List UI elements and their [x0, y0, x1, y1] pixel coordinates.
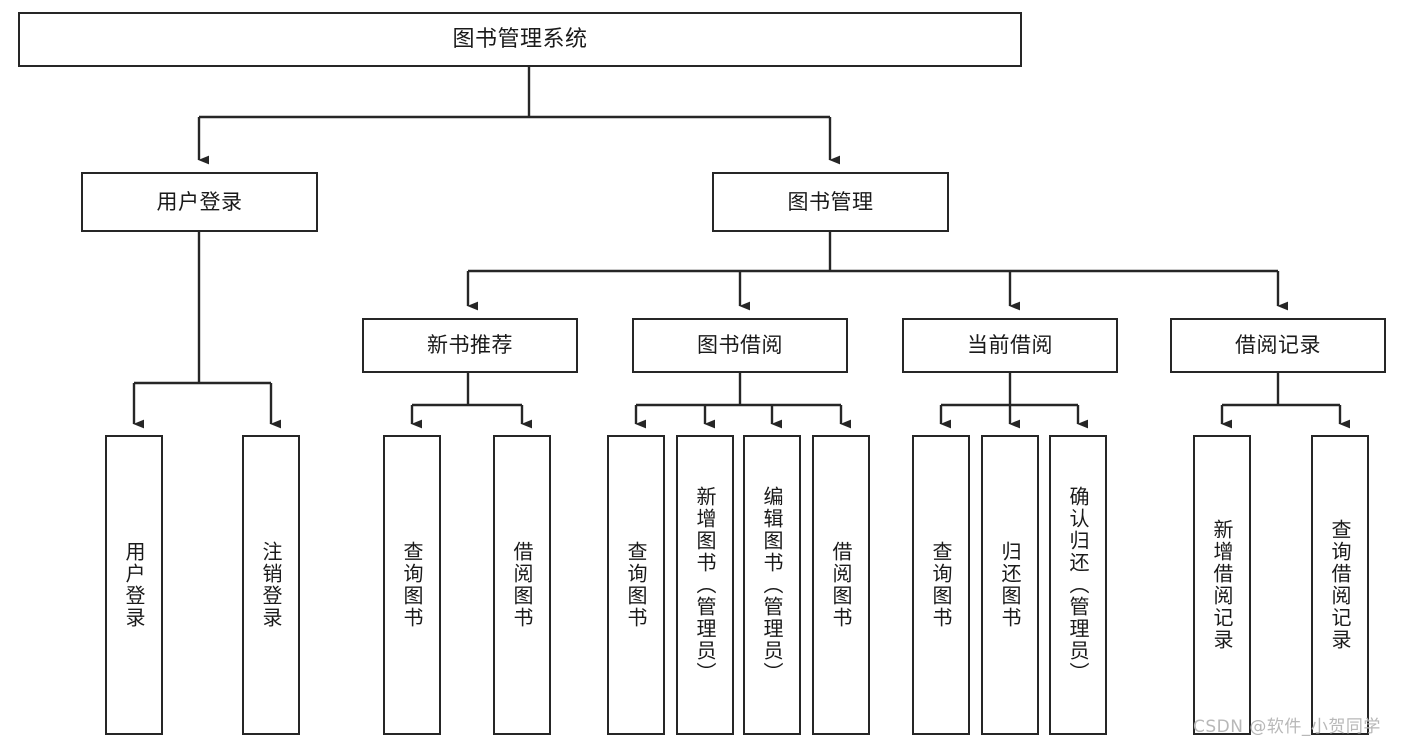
- node-leaf-logout-label: 注销登录: [259, 541, 283, 629]
- node-leaf-query-book-1-label: 查询图书: [400, 541, 424, 629]
- node-leaf-add-book[interactable]: 新增图书（管理员）: [676, 435, 734, 735]
- node-root-label: 图书管理系统: [452, 26, 588, 52]
- node-new-book-rec-label: 新书推荐: [427, 333, 513, 358]
- node-leaf-query-record-label: 查询借阅记录: [1328, 519, 1352, 651]
- node-borrow-record-label: 借阅记录: [1235, 333, 1321, 358]
- node-leaf-borrow-book-1[interactable]: 借阅图书: [493, 435, 551, 735]
- node-book-borrow[interactable]: 图书借阅: [632, 318, 848, 373]
- node-leaf-borrow-book-1-label: 借阅图书: [510, 541, 534, 629]
- node-leaf-return-book-label: 归还图书: [998, 541, 1022, 629]
- node-leaf-logout[interactable]: 注销登录: [242, 435, 300, 735]
- node-book-manage[interactable]: 图书管理: [712, 172, 949, 232]
- node-leaf-confirm-return-label: 确认归还（管理员）: [1066, 486, 1090, 684]
- node-leaf-edit-book[interactable]: 编辑图书（管理员）: [743, 435, 801, 735]
- node-current-borrow[interactable]: 当前借阅: [902, 318, 1118, 373]
- node-leaf-query-record[interactable]: 查询借阅记录: [1311, 435, 1369, 735]
- csdn-watermark: CSDN @软件_小贺同学: [1193, 717, 1381, 737]
- node-leaf-query-book-1[interactable]: 查询图书: [383, 435, 441, 735]
- node-book-borrow-label: 图书借阅: [697, 333, 783, 358]
- node-leaf-add-book-label: 新增图书（管理员）: [693, 486, 717, 684]
- node-leaf-query-book-2[interactable]: 查询图书: [607, 435, 665, 735]
- node-leaf-user-login-label: 用户登录: [122, 541, 146, 629]
- node-user-login-label: 用户登录: [156, 189, 243, 214]
- node-leaf-user-login[interactable]: 用户登录: [105, 435, 163, 735]
- node-leaf-query-book-3[interactable]: 查询图书: [912, 435, 970, 735]
- node-user-login[interactable]: 用户登录: [81, 172, 318, 232]
- node-borrow-record[interactable]: 借阅记录: [1170, 318, 1386, 373]
- node-leaf-edit-book-label: 编辑图书（管理员）: [760, 486, 784, 684]
- node-leaf-add-record-label: 新增借阅记录: [1210, 519, 1234, 651]
- node-leaf-return-book[interactable]: 归还图书: [981, 435, 1039, 735]
- node-book-manage-label: 图书管理: [787, 189, 874, 214]
- node-root[interactable]: 图书管理系统: [18, 12, 1022, 67]
- node-leaf-query-book-2-label: 查询图书: [624, 541, 648, 629]
- node-new-book-rec[interactable]: 新书推荐: [362, 318, 578, 373]
- node-leaf-confirm-return[interactable]: 确认归还（管理员）: [1049, 435, 1107, 735]
- node-leaf-borrow-book-2[interactable]: 借阅图书: [812, 435, 870, 735]
- node-leaf-query-book-3-label: 查询图书: [929, 541, 953, 629]
- node-leaf-borrow-book-2-label: 借阅图书: [829, 541, 853, 629]
- node-leaf-add-record[interactable]: 新增借阅记录: [1193, 435, 1251, 735]
- node-current-borrow-label: 当前借阅: [967, 333, 1053, 358]
